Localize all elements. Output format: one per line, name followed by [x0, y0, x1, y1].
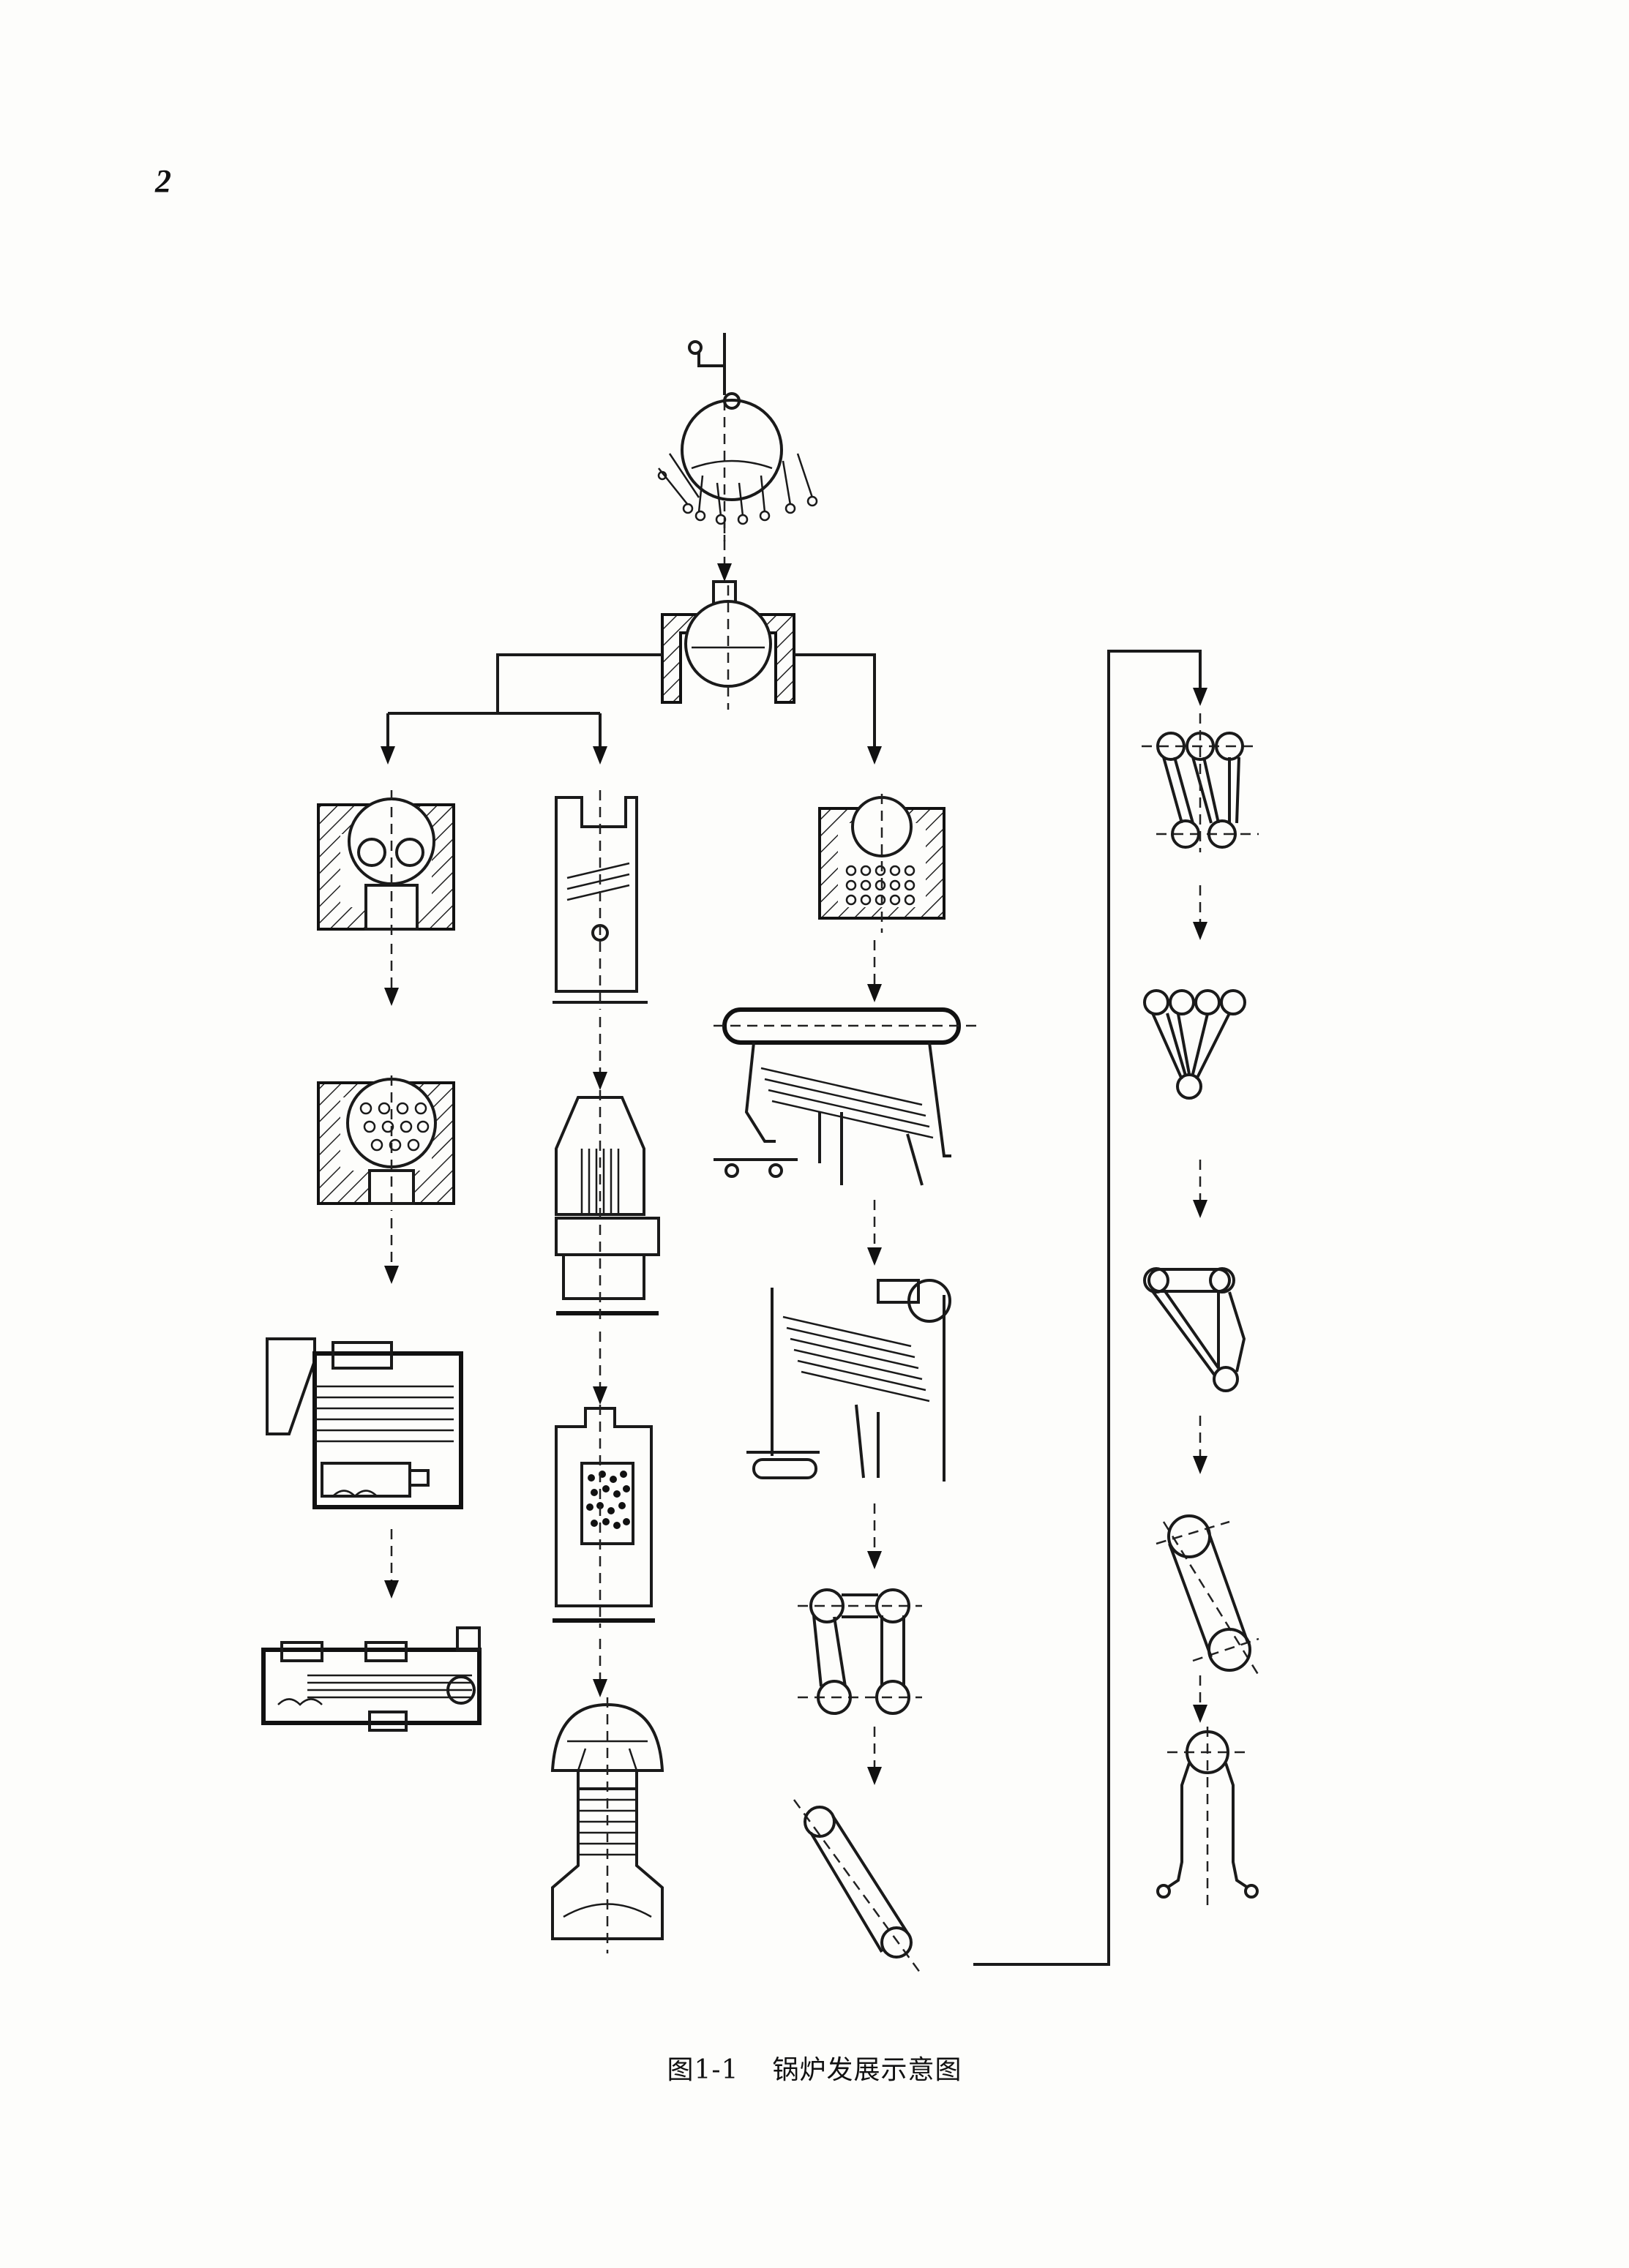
two-drum-bent-tube-icon: [1143, 1267, 1246, 1392]
four-drum-boiler-icon: [798, 1588, 922, 1715]
three-drum-boiler-icon: [1143, 989, 1246, 1100]
caption-title: 锅炉发展示意图: [772, 2055, 962, 2085]
vertical-boiler-2-icon: [555, 1090, 660, 1324]
single-inclined-tube-icon: [793, 1799, 924, 1976]
multi-drum-boiler-icon: [1142, 713, 1259, 852]
twin-flue-boiler-icon: [317, 790, 455, 936]
flames: [657, 453, 818, 525]
caption-number: 图1-1: [667, 2055, 739, 2085]
inclined-tube-boiler-icon: [746, 1279, 951, 1482]
connector-lines: [381, 650, 1207, 1966]
column-3-water-tube-boilers: [714, 794, 981, 1976]
vertical-boiler-1-icon: [553, 790, 648, 1010]
locomotive-boiler-icon: [266, 1337, 463, 1509]
sphere-boiler-icon: [657, 333, 818, 541]
column-4-bent-tube-boilers: [1142, 713, 1260, 1910]
page-number: 2: [155, 163, 171, 199]
drum-with-tubes-icon: [818, 794, 945, 933]
figure-caption: 图1-1 锅炉发展示意图: [0, 2049, 1629, 2087]
arrow-down-icon: [717, 563, 732, 582]
column-1-flue-tube-boilers: [261, 790, 482, 1732]
horizontal-water-tube-boiler-icon: [714, 1007, 981, 1186]
vertical-boiler-3-icon: [553, 1405, 655, 1628]
vertical-boiler-4-icon: [550, 1697, 664, 1953]
single-drum-boiler-icon: [1156, 1727, 1259, 1910]
fire-tube-boiler-icon: [317, 1075, 455, 1211]
two-drum-inclined-icon: [1156, 1514, 1260, 1676]
column-2-vertical-boilers: [550, 790, 664, 1953]
marine-boiler-icon: [261, 1626, 482, 1732]
sphere-in-furnace-icon: [661, 580, 795, 710]
